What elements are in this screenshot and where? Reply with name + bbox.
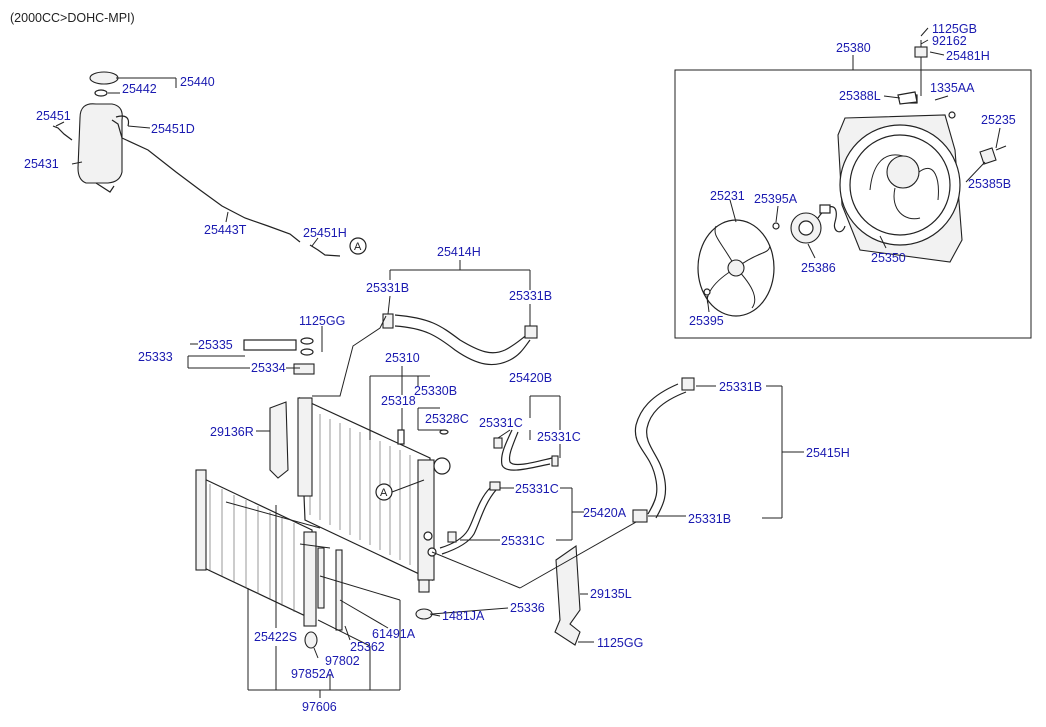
label-25385B: 25385B — [968, 177, 1011, 191]
bracket-29135L-group: 29135L 1125GG — [431, 521, 643, 650]
fan-assembly-group: 1125GB 92162 25481H 25380 25388L 1335AA … — [674, 22, 1032, 339]
label-25422S: 25422S — [254, 630, 297, 644]
label-25414H: 25414H — [437, 245, 481, 259]
label-25310: 25310 — [385, 351, 420, 365]
bracket-29136R — [269, 401, 289, 479]
label-25331B-lower-top: 25331B — [719, 380, 762, 394]
label-97606: 97606 — [302, 700, 337, 714]
label-25415H: 25415H — [806, 446, 850, 460]
reservoir-tank — [77, 103, 123, 184]
label-1125GG-upper: 1125GG — [299, 314, 345, 328]
condenser — [197, 475, 315, 621]
radiator-group: A 1125GG 25335 25333 25334 25310 — [138, 314, 545, 714]
label-25442: 25442 — [122, 82, 157, 96]
label-25330B: 25330B — [414, 384, 457, 398]
label-25231: 25231 — [710, 189, 745, 203]
label-25420A: 25420A — [583, 506, 627, 520]
fan-blade — [697, 219, 775, 317]
label-61491A: 61491A — [372, 627, 416, 641]
label-25331B-lower-bottom: 25331B — [688, 512, 731, 526]
label-97852A: 97852A — [291, 667, 335, 681]
label-25335: 25335 — [198, 338, 233, 352]
label-25336: 25336 — [510, 601, 545, 615]
label-92162: 92162 — [932, 34, 967, 48]
label-1335AA: 1335AA — [930, 81, 975, 95]
label-25451H: 25451H — [303, 226, 347, 240]
label-25331B-upper-right: 25331B — [509, 289, 552, 303]
label-1125GB: 1125GB — [932, 22, 977, 36]
label-25331C-b: 25331C — [537, 430, 581, 444]
label-25440: 25440 — [180, 75, 215, 89]
reservoir-group: A 25440 25442 25451 25451D 25431 25443T … — [24, 71, 367, 257]
heater-hose-25420B — [500, 429, 551, 471]
fan-motor — [790, 204, 846, 244]
label-25318: 25318 — [381, 394, 416, 408]
label-25395A: 25395A — [754, 192, 798, 206]
label-25362: 25362 — [350, 640, 385, 654]
label-25431: 25431 — [24, 157, 59, 171]
label-25350: 25350 — [871, 251, 906, 265]
label-25380: 25380 — [836, 41, 871, 55]
label-25331C-a: 25331C — [479, 416, 523, 430]
connector-a-label-1: A — [354, 241, 362, 253]
label-25333: 25333 — [138, 350, 173, 364]
label-29135L: 29135L — [590, 587, 632, 601]
label-25443T: 25443T — [204, 223, 247, 237]
label-29136R: 29136R — [210, 425, 254, 439]
label-25451: 25451 — [36, 109, 71, 123]
label-25331C-c: 25331C — [515, 482, 559, 496]
label-25481H: 25481H — [946, 49, 990, 63]
label-25331C-d: 25331C — [501, 534, 545, 548]
label-25388L: 25388L — [839, 89, 881, 103]
connector-a-marker-1 — [349, 237, 367, 255]
label-25334: 25334 — [251, 361, 286, 375]
label-25328C: 25328C — [425, 412, 469, 426]
reservoir-cap — [89, 71, 119, 85]
label-25235: 25235 — [981, 113, 1016, 127]
connector-a-label-2: A — [380, 487, 388, 499]
label-1481JA: 1481JA — [442, 609, 485, 623]
upper-hose-group: 25414H 25331B 25331B — [366, 245, 552, 366]
label-25451D: 25451D — [151, 122, 195, 136]
label-25331B-upper-left: 25331B — [366, 281, 409, 295]
bracket-29135L — [554, 544, 581, 646]
upper-hose — [394, 314, 529, 354]
label-25420B: 25420B — [509, 371, 552, 385]
lower-hose-group: 25331B 25415H 25331B — [632, 377, 850, 526]
engine-spec-header: (2000CC>DOHC-MPI) — [10, 11, 135, 25]
heater-hoses-group: 25420B 25331C 25331C 25331C 25420A 25331… — [439, 371, 627, 555]
label-25386: 25386 — [801, 261, 836, 275]
label-25395: 25395 — [689, 314, 724, 328]
label-1125GG-lower: 1125GG — [597, 636, 643, 650]
lower-hose — [634, 383, 679, 515]
label-97802: 97802 — [325, 654, 360, 668]
heater-hose-25420A — [439, 487, 491, 549]
